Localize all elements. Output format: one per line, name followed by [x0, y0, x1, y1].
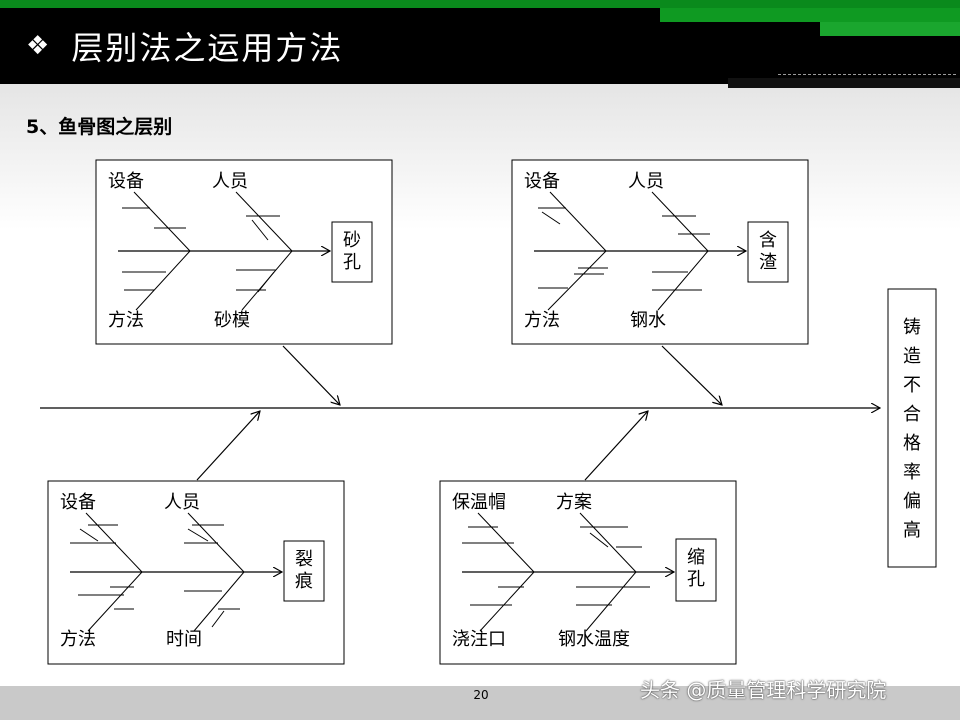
bone — [235, 191, 293, 252]
head-box — [675, 538, 717, 602]
label-bottom-right: 砂模 — [214, 310, 250, 331]
connector-arrow — [282, 345, 340, 405]
sub-bone — [589, 532, 609, 548]
result-char: 不 — [903, 375, 921, 396]
head-char: 缩 — [687, 547, 705, 568]
footer-bar — [0, 686, 960, 720]
connector-arrow — [584, 411, 648, 481]
sub-bone — [79, 528, 99, 542]
label-top-right: 方案 — [556, 492, 592, 513]
fishbone-sub-1: 设备 人员 方法 砂模 砂 孔 — [95, 159, 393, 345]
head-char: 含 — [759, 230, 777, 251]
bone — [547, 250, 607, 311]
slide-title: ❖ 层别法之运用方法 — [26, 24, 343, 68]
connector-arrow — [661, 345, 722, 405]
dashed-rule — [778, 74, 956, 75]
label-bottom-left: 方法 — [60, 629, 96, 650]
head-box — [747, 221, 789, 283]
slide-title-text: 层别法之运用方法 — [71, 29, 344, 67]
label-top-left: 保温帽 — [452, 492, 506, 513]
result-char: 合 — [903, 404, 921, 425]
label-top-left: 设备 — [60, 492, 96, 513]
bone — [657, 250, 709, 311]
head-char: 孔 — [687, 569, 705, 590]
fishbone-sub-3: 设备 人员 方法 时间 裂 痕 — [47, 480, 345, 665]
label-top-right: 人员 — [628, 171, 664, 192]
bone — [135, 250, 191, 311]
fishbone-sub-4: 保温帽 方案 浇注口 钢水温度 缩 孔 — [439, 480, 737, 665]
head-char: 砂 — [343, 230, 361, 251]
section-subtitle: 5、鱼骨图之层别 — [26, 116, 173, 138]
head-char: 痕 — [295, 571, 313, 592]
page-number: 20 — [473, 688, 489, 702]
title-bar-accent — [0, 0, 960, 8]
sub-bone — [251, 219, 269, 241]
head-char: 裂 — [295, 549, 313, 570]
head-char: 渣 — [759, 252, 777, 273]
label-top-right: 人员 — [164, 492, 200, 513]
diamond-bullet-icon: ❖ — [26, 31, 50, 61]
head-box — [283, 540, 325, 602]
bone — [133, 191, 191, 252]
fishbone-sub-2: 设备 人员 方法 钢水 含 渣 — [511, 159, 809, 345]
result-char: 高 — [903, 520, 921, 541]
bone — [651, 191, 709, 252]
sub-bone — [211, 610, 225, 628]
head-box — [331, 221, 373, 283]
title-bar — [0, 0, 960, 88]
label-top-left: 设备 — [524, 171, 560, 192]
bone — [549, 191, 607, 252]
result-box-label: 铸 造 不 合 格 率 偏 高 — [903, 317, 921, 541]
result-char: 偏 — [903, 491, 921, 512]
result-char: 格 — [903, 433, 921, 454]
sub-bone — [187, 528, 209, 542]
label-top-left: 设备 — [108, 171, 144, 192]
label-bottom-right: 钢水 — [630, 310, 666, 331]
title-bar-accent — [820, 22, 960, 36]
title-bar-accent — [660, 8, 960, 22]
watermark: 头条 @质量管理科学研究院 — [640, 678, 887, 702]
label-bottom-left: 方法 — [108, 310, 144, 331]
label-bottom-left: 方法 — [524, 310, 560, 331]
result-char: 铸 — [903, 317, 921, 338]
sub-bone — [257, 271, 275, 293]
title-bar-tab — [728, 78, 960, 88]
result-box — [887, 288, 937, 568]
connector-arrow — [196, 411, 260, 481]
label-top-right: 人员 — [212, 171, 248, 192]
bone — [579, 512, 637, 573]
bone — [479, 571, 535, 632]
bone — [87, 571, 143, 632]
label-bottom-right: 时间 — [166, 629, 202, 650]
sub-bone — [541, 211, 561, 225]
bone — [193, 571, 245, 632]
result-char: 率 — [903, 462, 921, 483]
bone — [585, 571, 637, 632]
label-bottom-right: 钢水温度 — [558, 629, 630, 650]
head-char: 孔 — [343, 252, 361, 273]
label-bottom-left: 浇注口 — [452, 629, 506, 650]
result-char: 造 — [903, 346, 921, 367]
